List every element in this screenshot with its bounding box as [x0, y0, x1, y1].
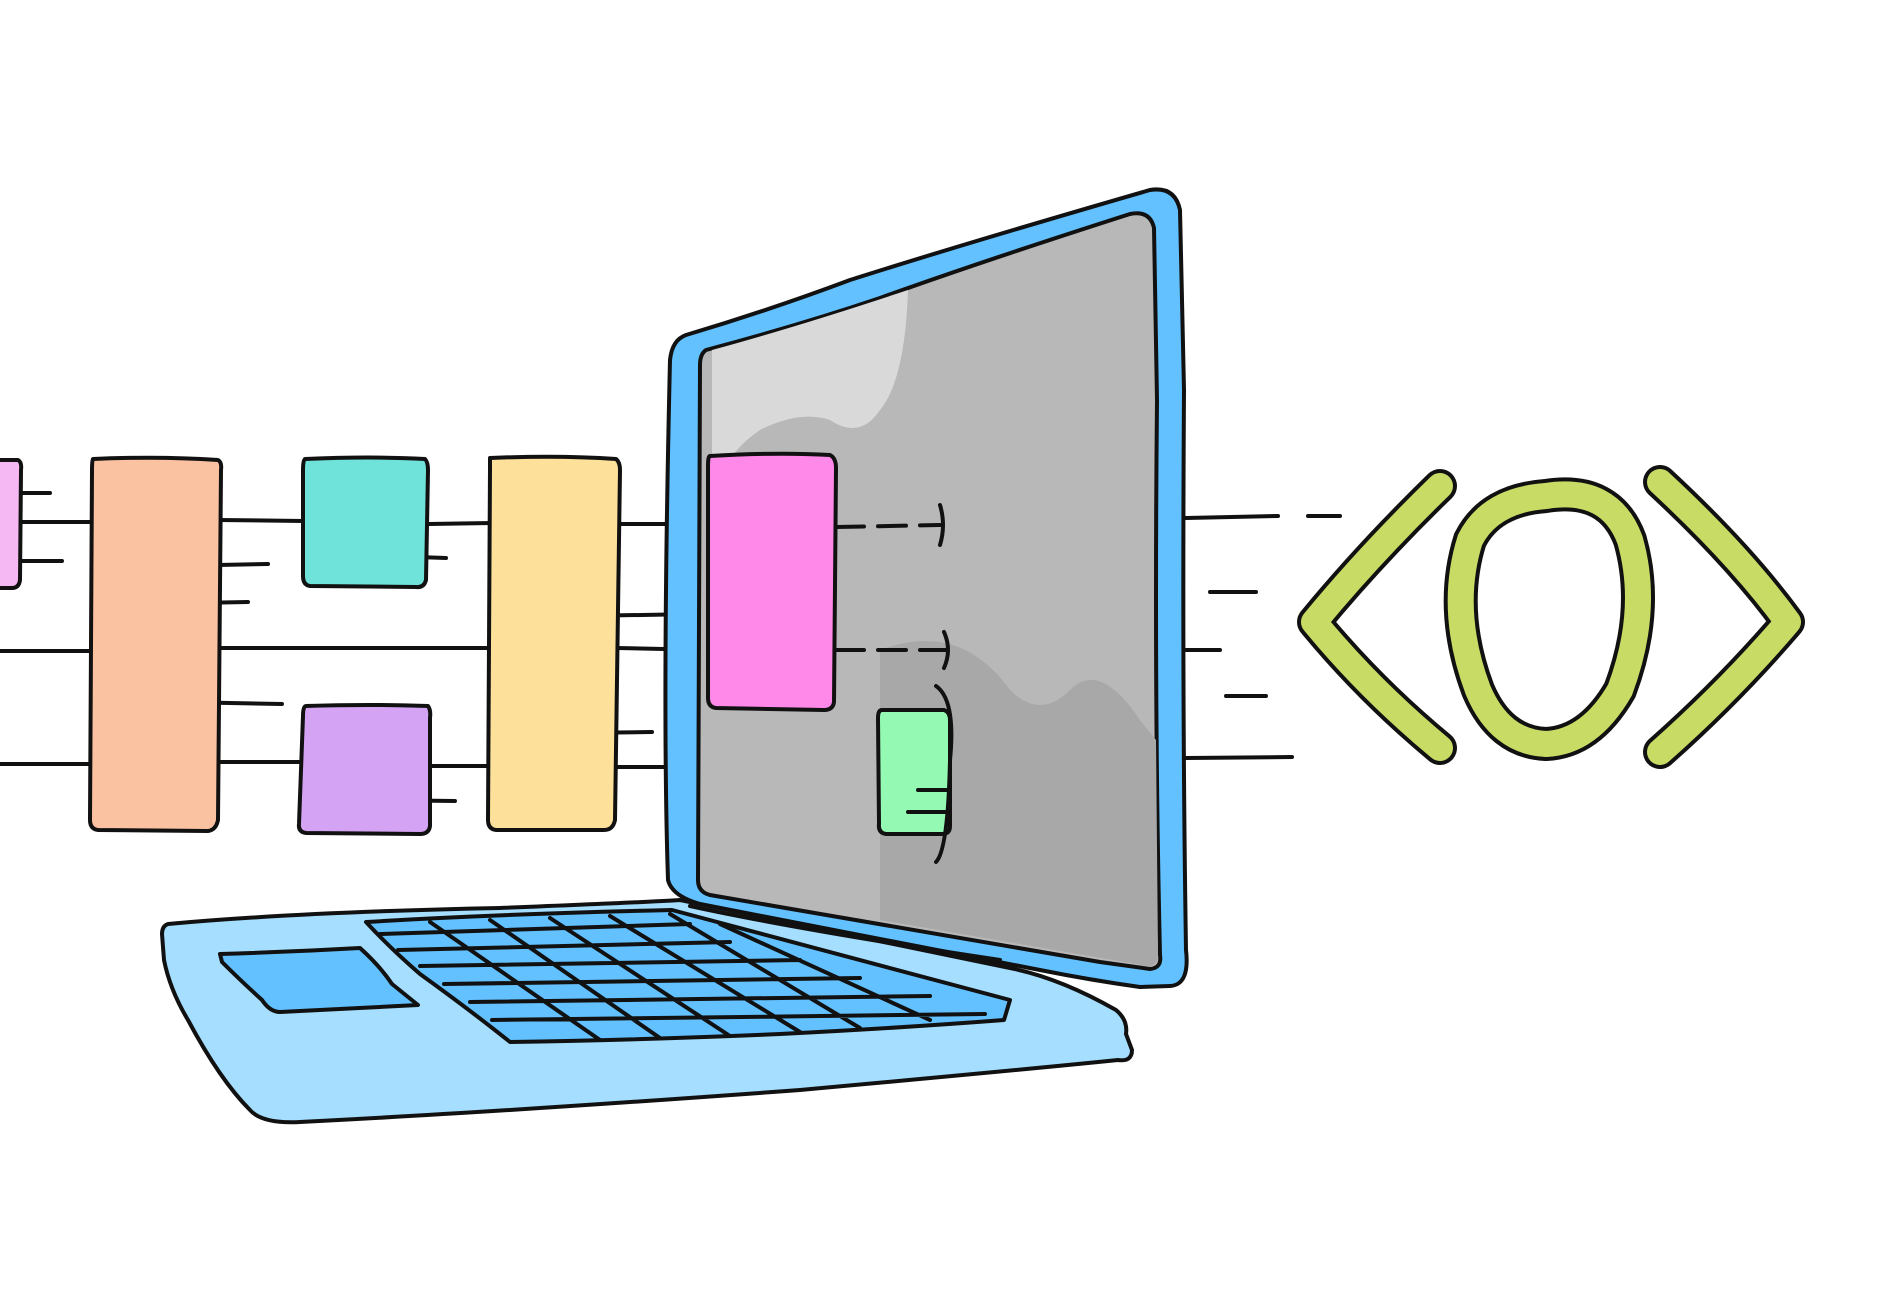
wire-top [0, 518, 712, 526]
screen-light-reflection [712, 290, 908, 480]
gate-purple [296, 703, 433, 836]
gate-orange [88, 455, 224, 833]
ket-zero [1447, 481, 1651, 758]
measurement-arc-bottom [934, 684, 954, 864]
screen-green-ticks [906, 788, 950, 814]
laptop-trackpad [218, 946, 420, 1014]
screen-gates [706, 451, 954, 864]
measurement-arc-middle [942, 630, 950, 670]
ket-right-bracket [1647, 469, 1801, 765]
measurement-arc-top [938, 503, 945, 547]
output-lines [1184, 514, 1342, 760]
circuit-gates [0, 454, 622, 836]
gate-green [876, 708, 952, 836]
screen-dashed-wires [834, 523, 948, 652]
gate-pink-left [0, 458, 24, 590]
ket-left-bracket [1301, 473, 1453, 761]
laptop-icon [160, 187, 1189, 1125]
gate-yellow [486, 454, 622, 832]
ket-zero-icon [1297, 465, 1805, 769]
gate-magenta [706, 451, 838, 712]
laptop-keyboard [364, 908, 1012, 1044]
laptop-keyboard-keys [378, 912, 987, 1042]
output-dashes [1184, 514, 1342, 760]
laptop-hinge [688, 904, 1002, 962]
gate-cyan [301, 455, 430, 590]
wire-bottom [0, 760, 882, 769]
